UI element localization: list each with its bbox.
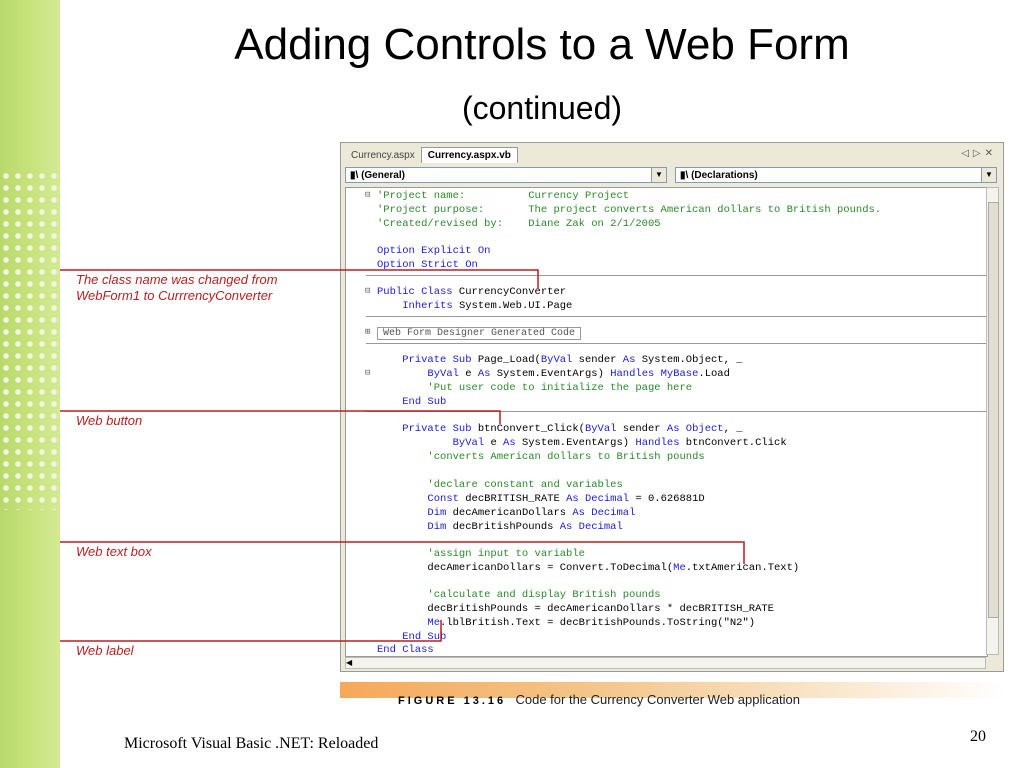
code-line: ByVal e As System.EventArgs) Handles MyB…	[427, 368, 730, 380]
expand-icon[interactable]: ⊞	[365, 327, 371, 337]
code-line: 'Created/revised by: Diane Zak on 2/1/20…	[377, 218, 661, 230]
method-combo-value: (Declarations)	[691, 170, 758, 181]
code-line: decAmericanDollars = Convert.ToDecimal(M…	[427, 562, 800, 574]
code-line: Public Class CurrencyConverter	[377, 286, 567, 298]
class-name-combo[interactable]: ▮\ (General) ▼	[345, 167, 667, 183]
figure-caption-text: Code for the Currency Converter Web appl…	[515, 692, 800, 707]
divider	[366, 411, 986, 412]
code-line: 'Project name: Currency Project	[377, 190, 630, 202]
code-line: Private Sub Page_Load(ByVal sender As Sy…	[402, 354, 743, 366]
scroll-left-icon[interactable]: ◀	[346, 658, 353, 667]
code-line: 'declare constant and variables	[427, 479, 623, 491]
tab-currency-aspx-vb[interactable]: Currency.aspx.vb	[420, 147, 518, 163]
collapse-icon[interactable]: ⊟	[365, 286, 371, 296]
figure-bar	[340, 682, 1006, 698]
vertical-scrollbar[interactable]	[986, 187, 999, 655]
editor-tabs: Currency.aspx Currency.aspx.vb	[345, 147, 518, 165]
callout-line-class	[60, 269, 539, 289]
tab-navigation-icons[interactable]: ◁▷✕	[961, 148, 997, 159]
code-line: Me.lblBritish.Text = decBritishPounds.To…	[427, 617, 756, 629]
code-line: Private Sub btnConvert_Click(ByVal sende…	[402, 423, 743, 435]
callout-text: WebForm1 to CurrrencyConverter	[76, 288, 273, 303]
method-name-combo[interactable]: ▮\ (Declarations) ▼	[675, 167, 997, 183]
callout-class-name: The class name was changed from WebForm1…	[76, 272, 278, 304]
divider	[366, 275, 986, 276]
callout-line-textbox	[60, 541, 745, 564]
code-line: End Sub	[402, 396, 447, 408]
code-line: ByVal e As System.EventArgs) Handles btn…	[452, 437, 787, 449]
scrollbar-thumb[interactable]	[988, 202, 999, 618]
code-area[interactable]: ⊟ 'Project name: Currency Project 'Proje…	[345, 187, 988, 657]
code-line: Option Strict On	[377, 259, 478, 271]
divider	[366, 316, 986, 317]
callout-text: The class name was changed from	[76, 272, 278, 287]
dot-pattern	[0, 170, 58, 510]
slide-title: Adding Controls to a Web Form	[234, 20, 850, 69]
collapse-icon[interactable]: ⊟	[365, 368, 371, 378]
code-line: End Class	[377, 644, 434, 656]
divider	[366, 343, 986, 344]
collapse-icon[interactable]: ⊟	[365, 190, 371, 200]
callout-web-textbox: Web text box	[76, 544, 152, 559]
code-line: Const decBRITISH_RATE As Decimal = 0.626…	[427, 493, 705, 505]
decorative-sidebar	[0, 0, 60, 768]
code-line: decBritishPounds = decAmericanDollars * …	[427, 603, 774, 615]
code-line: 'Project purpose: The project converts A…	[377, 204, 882, 216]
chevron-down-icon[interactable]: ▼	[651, 168, 666, 182]
figure-label: FIGURE 13.16	[398, 695, 507, 707]
code-line: 'converts American dollars to British po…	[427, 451, 705, 463]
code-line: 'Put user code to initialize the page he…	[427, 382, 693, 394]
code-line: 'assign input to variable	[427, 548, 585, 560]
code-editor-window: Currency.aspx Currency.aspx.vb ◁▷✕ ▮\ (Ge…	[340, 142, 1004, 672]
tab-currency-aspx[interactable]: Currency.aspx	[351, 150, 415, 161]
callout-web-button: Web button	[76, 413, 143, 428]
callout-line-label	[60, 620, 442, 642]
callout-line-button	[60, 410, 501, 424]
callout-web-label: Web label	[76, 643, 134, 658]
code-line: Option Explicit On	[377, 245, 491, 257]
code-line: Dim decBritishPounds As Decimal	[427, 521, 623, 533]
collapsed-region[interactable]: Web Form Designer Generated Code	[377, 327, 582, 340]
class-icon: ▮\	[350, 170, 362, 181]
page-number: 20	[970, 728, 986, 745]
method-icon: ▮\	[680, 170, 692, 181]
code-line: 'calculate and display British pounds	[427, 589, 661, 601]
code-line: Inherits System.Web.UI.Page	[402, 300, 573, 312]
chevron-down-icon[interactable]: ▼	[981, 168, 996, 182]
code-line: Dim decAmericanDollars As Decimal	[427, 507, 636, 519]
figure-caption: FIGURE 13.16 Code for the Currency Conve…	[398, 692, 800, 707]
class-combo-value: (General)	[361, 170, 405, 181]
slide-subtitle: (continued)	[461, 90, 623, 126]
horizontal-scrollbar[interactable]: ◀	[345, 657, 986, 669]
footer-text: Microsoft Visual Basic .NET: Reloaded	[124, 735, 379, 752]
